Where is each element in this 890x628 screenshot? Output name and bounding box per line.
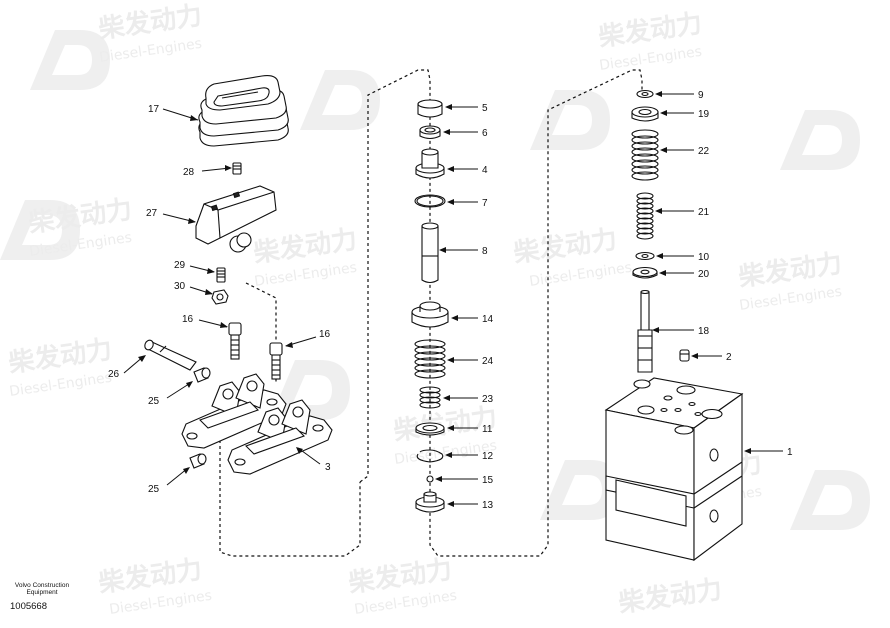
part-21-spring — [636, 192, 654, 240]
callout-2: 2 — [726, 352, 732, 363]
callout-19: 19 — [698, 109, 710, 120]
callout-25: 25 — [148, 484, 160, 495]
callout-29: 29 — [174, 260, 186, 271]
callout-12: 12 — [482, 451, 494, 462]
part-9-nut — [636, 89, 654, 99]
part-7-o-ring — [414, 194, 446, 208]
callout-21: 21 — [698, 207, 710, 218]
watermark-logo — [300, 70, 380, 130]
callout-17: 17 — [148, 104, 160, 115]
footer-brand-line2: Equipment — [26, 589, 58, 596]
part-14-seat — [411, 301, 449, 328]
part-25-bushing — [189, 453, 207, 469]
callout-4: 4 — [482, 165, 488, 176]
part-2-plug — [679, 349, 690, 362]
part-25-bushing — [193, 367, 211, 383]
callouts: 17 28 27 29 30 16 16 26 25 25 3 — [108, 90, 793, 511]
callout-15: 15 — [482, 475, 494, 486]
part-30-nut — [211, 289, 229, 305]
part-28-set-screw — [232, 162, 242, 175]
footer-part-number: 1005668 — [10, 601, 47, 612]
assembly-guide-lines — [219, 69, 643, 557]
part-16-bolt — [228, 322, 242, 360]
part-15-ball — [426, 475, 434, 483]
part-8-plunger — [421, 222, 439, 284]
footer-brand-line1: Volvo Construction — [14, 582, 70, 589]
part-12-snap-ring — [416, 449, 444, 463]
part-18-spool — [637, 289, 653, 373]
callout-3: 3 — [325, 462, 331, 473]
callout-6: 6 — [482, 128, 488, 139]
part-27-handle-block — [195, 185, 277, 253]
callout-20: 20 — [698, 269, 710, 280]
callout-27: 27 — [146, 208, 158, 219]
callout-7: 7 — [482, 198, 488, 209]
part-5-ring — [417, 99, 443, 118]
part-13-spool-end — [415, 491, 445, 513]
part-3-base-plate — [181, 373, 287, 449]
part-22-spring — [631, 129, 659, 181]
callout-18: 18 — [698, 326, 710, 337]
watermark-text: 柴发动力 — [511, 224, 619, 269]
callout-22: 22 — [698, 146, 710, 157]
callout-28: 28 — [183, 167, 195, 178]
callout-23: 23 — [482, 394, 494, 405]
part-1-valve-body — [604, 377, 744, 562]
callout-8: 8 — [482, 246, 488, 257]
callout-1: 1 — [787, 447, 793, 458]
callout-5: 5 — [482, 103, 488, 114]
part-19-cap — [631, 106, 659, 122]
callout-14: 14 — [482, 314, 494, 325]
part-17-rubber-boot — [198, 75, 289, 147]
part-4-plug — [415, 148, 445, 179]
part-23-spring — [419, 386, 441, 409]
part-6-seal — [419, 125, 441, 140]
callout-13: 13 — [482, 500, 494, 511]
watermark-logo — [0, 200, 80, 260]
part-24-spring — [414, 339, 446, 379]
part-16-bolt — [269, 342, 283, 380]
callout-16: 16 — [319, 329, 331, 340]
watermark-logo — [780, 110, 860, 170]
callout-11: 11 — [482, 424, 493, 435]
watermark-logo — [530, 90, 610, 150]
callout-26: 26 — [108, 369, 120, 380]
part-3-base-plate — [227, 399, 333, 475]
footer-block: Volvo Construction Equipment 1005668 — [10, 582, 74, 612]
part-26-pin — [144, 339, 197, 371]
callout-30: 30 — [174, 281, 186, 292]
watermark-logo — [790, 470, 870, 530]
watermark-logo — [30, 30, 110, 90]
callout-25: 25 — [148, 396, 160, 407]
watermark-text: 柴发动力 — [616, 574, 724, 619]
part-10-washer — [635, 251, 655, 261]
callout-9: 9 — [698, 90, 704, 101]
part-20-washer — [632, 266, 658, 279]
part-29-screw — [216, 267, 226, 283]
callout-16: 16 — [182, 314, 194, 325]
watermark-logo — [540, 460, 620, 520]
callout-10: 10 — [698, 252, 710, 263]
part-11-washer — [415, 422, 445, 436]
callout-24: 24 — [482, 356, 494, 367]
